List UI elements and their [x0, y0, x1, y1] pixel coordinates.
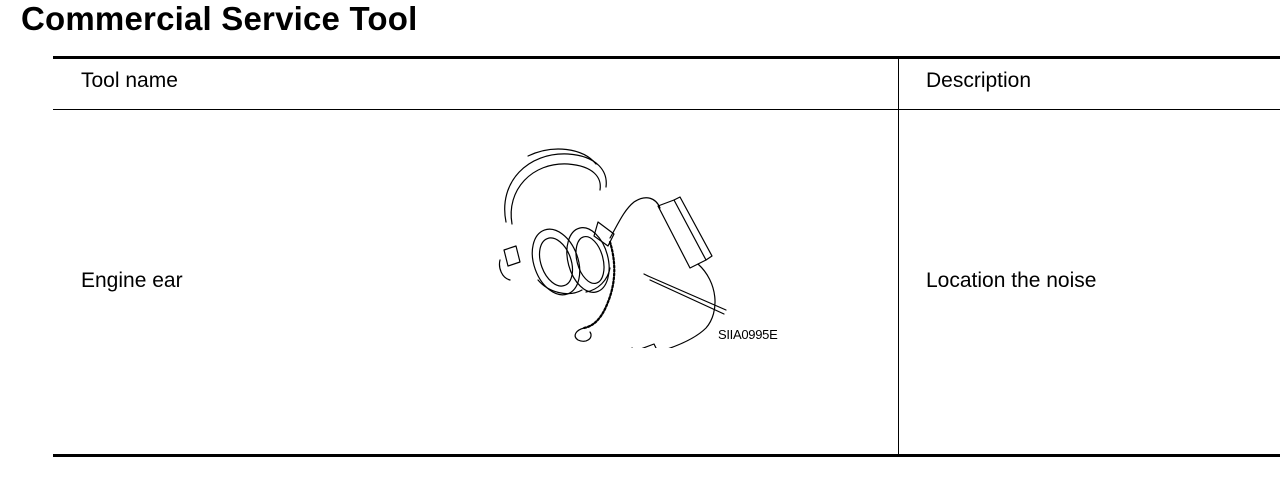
header-description: Description: [926, 69, 1032, 92]
description-cell: Location the noise: [926, 269, 1097, 292]
table-top-rule: [53, 56, 1280, 59]
table-bottom-rule: [53, 454, 1280, 457]
figure-code: SIIA0995E: [718, 327, 778, 342]
page-title: Commercial Service Tool: [21, 0, 418, 37]
tool-table: Tool name Description Engine ear Locatio…: [53, 56, 1280, 458]
tool-name-cell: Engine ear: [81, 269, 183, 292]
column-divider: [898, 59, 899, 454]
header-tool-name: Tool name: [81, 69, 178, 92]
table-header-rule: [53, 109, 1280, 110]
engine-ear-illustration: [498, 148, 727, 348]
